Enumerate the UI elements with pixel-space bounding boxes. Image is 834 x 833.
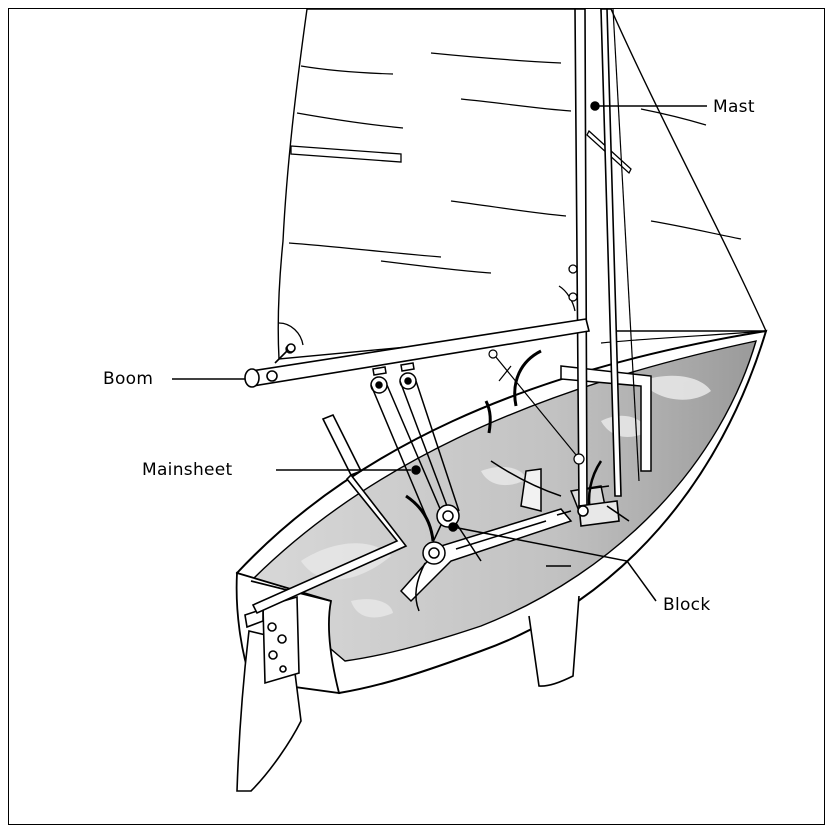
label-mainsheet: Mainsheet [142,460,233,480]
mainsheet-system [370,362,482,612]
rudder [236,595,302,792]
sail [277,9,768,360]
centerboard [528,595,580,687]
label-block: Block [663,595,711,615]
mast [556,9,630,527]
label-mast: Mast [713,97,755,117]
label-boom: Boom [103,369,154,389]
rigging [488,9,640,482]
sailboat-illustration [172,9,768,792]
leader-lines [172,101,707,602]
sail-seams [288,52,742,274]
tiller [251,413,408,615]
diagram-frame: Mast Boom Mainsheet Block [8,8,825,825]
boom [244,318,590,388]
